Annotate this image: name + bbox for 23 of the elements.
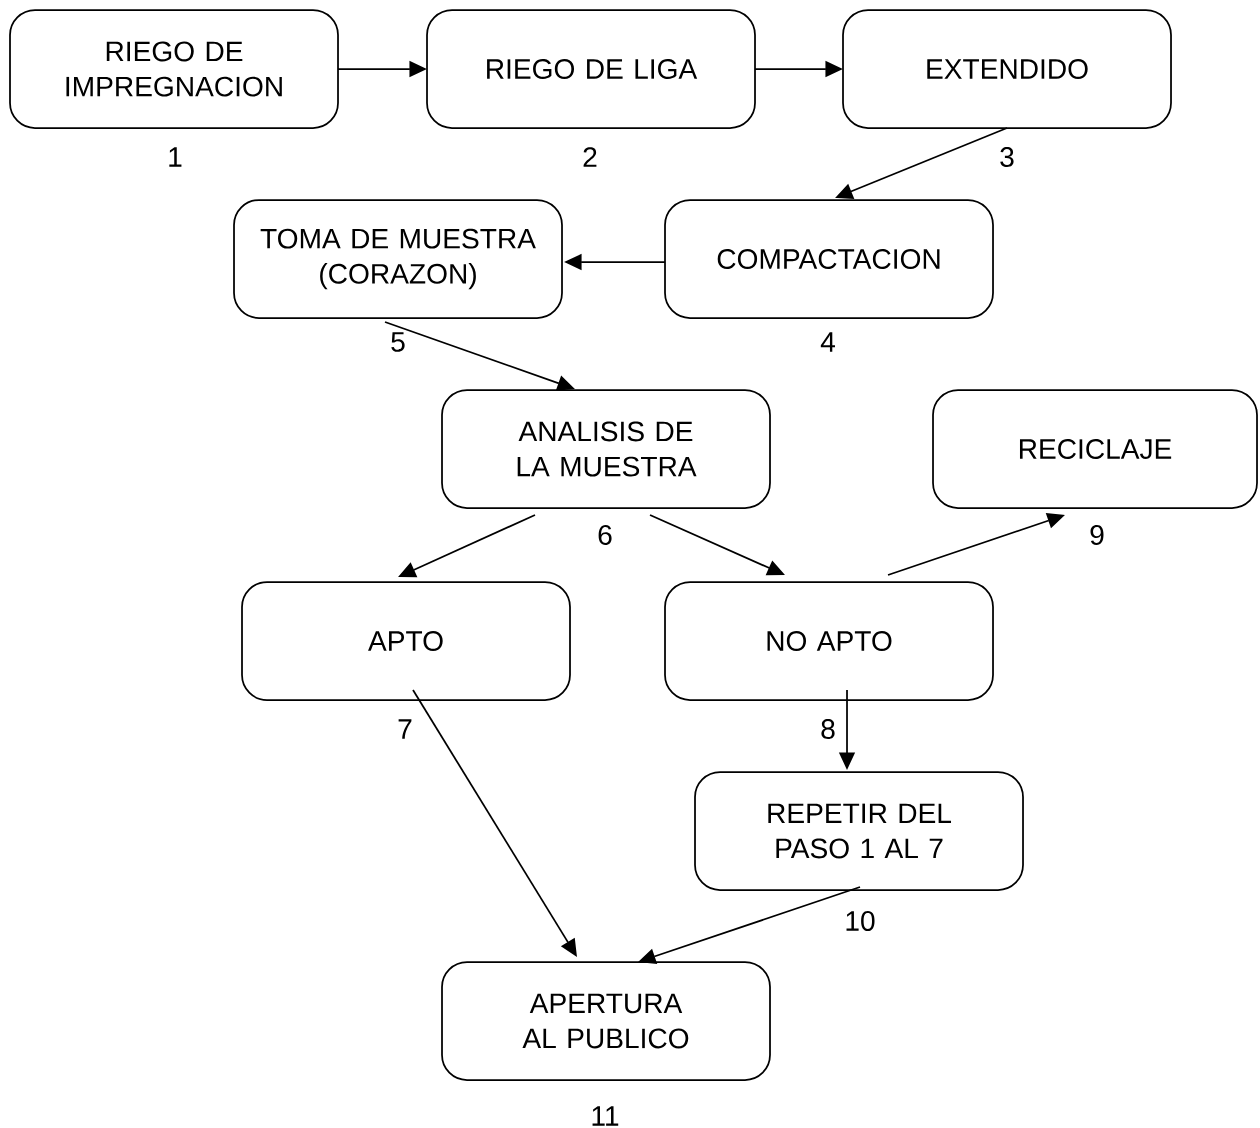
step-number: 1 bbox=[169, 147, 182, 167]
process-box: EXTENDIDO bbox=[842, 9, 1172, 129]
process-box: COMPACTACION bbox=[664, 199, 994, 319]
process-box: NO APTO bbox=[664, 581, 994, 701]
arrow bbox=[412, 689, 577, 957]
step-number: 10 bbox=[846, 911, 875, 931]
process-box: RECICLAJE bbox=[932, 389, 1258, 509]
step-number: 4 bbox=[820, 332, 835, 352]
process-box: RIEGO DE LIGA bbox=[426, 9, 756, 129]
process-box: ANALISIS DE LA MUESTRA bbox=[441, 389, 771, 509]
step-number: 6 bbox=[598, 525, 612, 545]
process-box: APTO bbox=[241, 581, 571, 701]
step-number: 3 bbox=[1000, 147, 1014, 167]
process-box: TOMA DE MUESTRA (CORAZON) bbox=[233, 199, 563, 319]
process-box: RIEGO DE IMPREGNACION bbox=[9, 9, 339, 129]
step-number: 2 bbox=[583, 147, 597, 167]
process-box: APERTURA AL PUBLICO bbox=[441, 961, 771, 1081]
process-box: REPETIR DEL PASO 1 AL 7 bbox=[694, 771, 1024, 891]
step-number: 7 bbox=[398, 719, 412, 739]
step-number: 8 bbox=[821, 719, 835, 739]
step-number: 9 bbox=[1090, 525, 1104, 545]
step-number: 5 bbox=[391, 332, 405, 352]
step-number: 11 bbox=[592, 1106, 619, 1126]
